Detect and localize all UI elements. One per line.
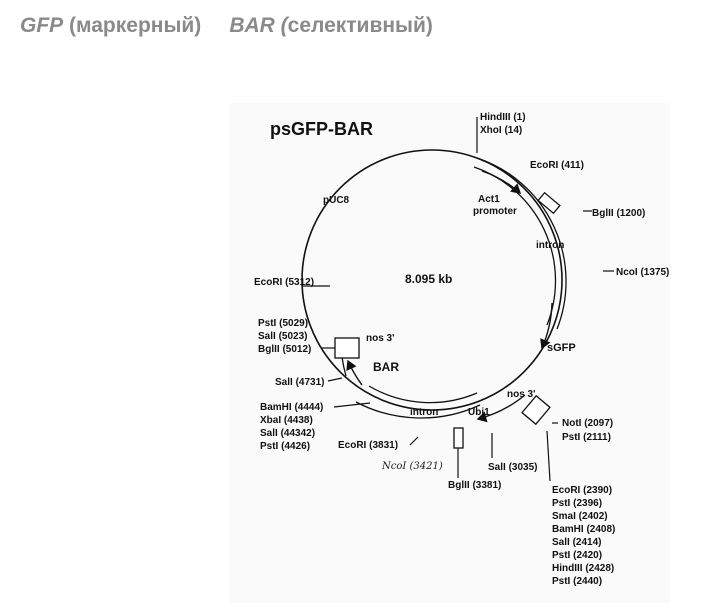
- site-bglii-3381: BglII (3381): [448, 480, 501, 491]
- region-intron-top: intron: [536, 240, 564, 251]
- site-hindiii-1: HindIII (1): [480, 112, 526, 123]
- bar-left-line: [341, 356, 347, 377]
- site-ncoi-1375: NcoI (1375): [616, 267, 669, 278]
- site-cluster-7: HindIII (2428): [552, 563, 614, 574]
- site-psti-5029: PstI (5029): [258, 318, 308, 329]
- site-cluster-2: PstI (2396): [552, 498, 602, 509]
- site-sali-5023: SalI (5023): [258, 331, 307, 342]
- plasmid-map-image: psGFP-BAR 8.095 kb pUC8 Act1 promoter in…: [230, 103, 670, 603]
- site-cluster-4: BamHI (2408): [552, 524, 615, 535]
- site-xhoi-14: XhoI (14): [480, 125, 522, 136]
- ubi1-box: [453, 427, 464, 449]
- region-act1: Act1: [478, 194, 500, 205]
- site-psti-4426: PstI (4426): [260, 441, 310, 452]
- bar-gene-name: BAR (: [229, 14, 288, 37]
- site-cluster-8: PstI (2440): [552, 576, 602, 587]
- bar-outer-line: [355, 401, 481, 419]
- plasmid-size: 8.095 kb: [405, 272, 452, 286]
- gfp-gene-name: GFP: [20, 14, 64, 37]
- site-cluster-5: SalI (2414): [552, 537, 601, 548]
- nos-terminator-box-right: [521, 394, 551, 426]
- site-ecori-5312: EcoRI (5312): [254, 277, 314, 288]
- bar-inner-line: [368, 385, 478, 404]
- site-sali-3035: SalI (3035): [488, 462, 537, 473]
- sgfp-arrow: [540, 302, 553, 350]
- plasmid-backbone: [301, 149, 563, 411]
- site-bamhi-4444: BamHI (4444): [260, 402, 323, 413]
- bar-role: селективный): [287, 14, 433, 37]
- region-sgfp: sGFP: [547, 342, 576, 354]
- site-cluster-1: EcoRI (2390): [552, 485, 612, 496]
- site-sali-44342: SalI (44342): [260, 428, 315, 439]
- site-ecori-411: EcoRI (411): [530, 160, 584, 171]
- site-noti-2097: NotI (2097): [562, 418, 613, 429]
- site-sali-4731: SalI (4731): [275, 377, 324, 388]
- site-cluster-3: SmaI (2402): [552, 511, 608, 522]
- nos-terminator-box-left: [334, 337, 360, 359]
- region-nos3-right: nos 3': [507, 389, 536, 400]
- site-psti-2111: PstI (2111): [562, 432, 611, 443]
- site-cluster-6: PstI (2420): [552, 550, 602, 561]
- bar-arrow: [346, 359, 363, 386]
- plasmid-name: psGFP-BAR: [270, 119, 373, 139]
- ubi1-arrow: [476, 394, 526, 423]
- region-bar: BAR: [373, 360, 399, 374]
- region-nos3-left: nos 3': [366, 333, 395, 344]
- handwritten-ncoi-note: NcoI (3421): [381, 461, 443, 472]
- site-ecori-3831: EcoRI (3831): [338, 440, 398, 451]
- plasmid-map: psGFP-BAR 8.095 kb pUC8 Act1 promoter in…: [254, 112, 669, 587]
- site-bglii-5012: BglII (5012): [258, 344, 311, 355]
- region-intron-bottom: intron: [410, 407, 438, 418]
- site-xbai-4438: XbaI (4438): [260, 415, 313, 426]
- region-puc8: pUC8: [323, 195, 350, 206]
- gfp-role: (маркерный): [63, 14, 202, 37]
- region-ubi1: Ubi1: [468, 407, 490, 418]
- region-promoter: promoter: [473, 206, 517, 217]
- act1-arrow: [481, 170, 522, 194]
- act1-box: [537, 191, 561, 215]
- site-bglii-1200: BglII (1200): [592, 208, 645, 219]
- insert-outer-line: [476, 157, 567, 330]
- slide-header: GFP (маркерный) BAR (селективный): [20, 14, 433, 38]
